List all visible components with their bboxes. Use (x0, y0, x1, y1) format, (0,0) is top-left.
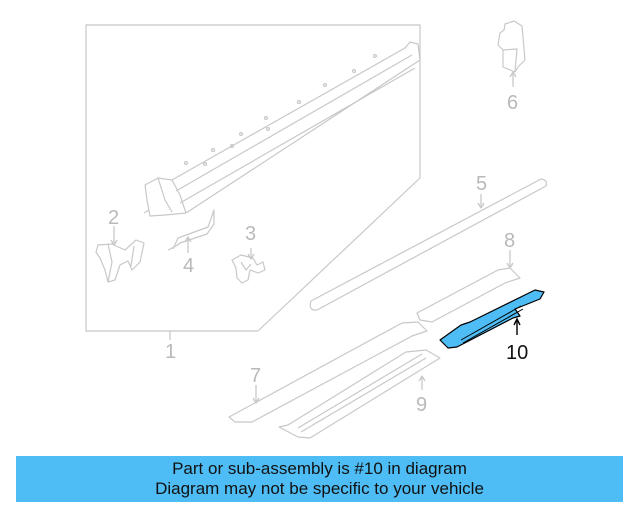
highlighted-part-10[interactable] (439, 289, 545, 349)
info-banner: Part or sub-assembly is #10 in diagram D… (16, 456, 623, 502)
clip-part-3 (231, 254, 266, 284)
callout-7: 7 (250, 365, 261, 387)
rocker-panel-part (143, 41, 421, 217)
clip-part-2 (95, 239, 145, 283)
callout-5: 5 (476, 173, 487, 195)
assembly-1-outline (85, 24, 421, 332)
bracket-part-6 (497, 20, 526, 73)
leader-lines (110, 71, 517, 404)
callout-8: 8 (504, 230, 515, 252)
parts-diagram: 1 2 3 4 5 6 7 8 9 10 (85, 20, 548, 439)
callout-3: 3 (245, 223, 256, 245)
callout-4: 4 (183, 255, 194, 277)
callout-9: 9 (416, 394, 427, 416)
sill-plate-part-9 (278, 349, 441, 439)
callout-6: 6 (507, 92, 518, 114)
callout-2: 2 (108, 207, 119, 229)
sill-plate-part-7 (228, 321, 428, 423)
banner-line-1: Part or sub-assembly is #10 in diagram (172, 459, 467, 478)
scuff-plate-part-8 (416, 267, 521, 323)
molding-part-5 (309, 178, 548, 311)
callout-10[interactable]: 10 (506, 342, 528, 364)
seal-part-4 (167, 209, 215, 251)
callout-1: 1 (165, 341, 176, 363)
banner-line-2: Diagram may not be specific to your vehi… (155, 479, 484, 498)
